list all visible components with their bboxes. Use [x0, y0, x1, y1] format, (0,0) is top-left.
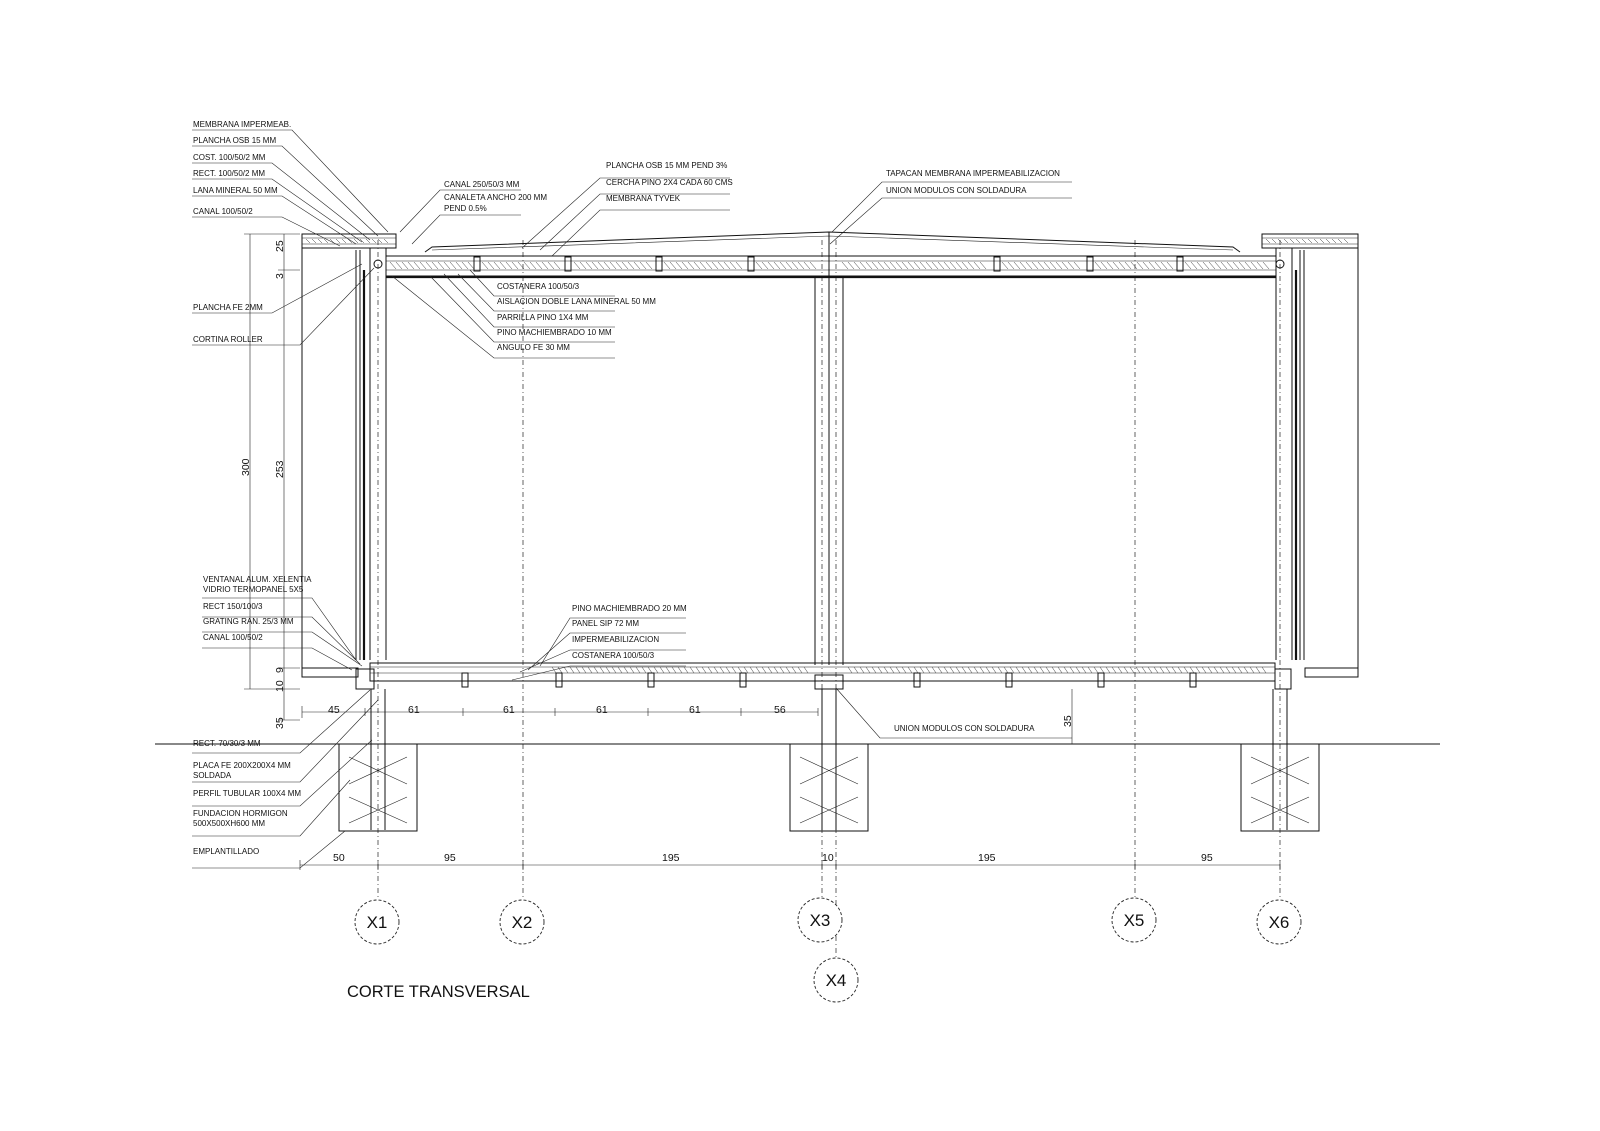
- label-membrana-impermeab: MEMBRANA IMPERMEAB.: [193, 120, 291, 129]
- axis-x5-label: X5: [1124, 911, 1145, 930]
- dim-base-6: 95: [1201, 852, 1213, 864]
- floor-assembly: [301, 662, 1359, 690]
- label-perfil-tubular: PERFIL TUBULAR 100X4 MM: [193, 789, 301, 798]
- label-canal-window: CANAL 100/50/2: [203, 633, 263, 642]
- dim-ceiling-gap: 3: [274, 273, 286, 279]
- dim-floor-6: 56: [774, 704, 786, 716]
- axis-x5: X5: [1111, 897, 1157, 943]
- dim-roof: 25: [274, 240, 286, 252]
- label-fundacion-size: 500X500XH600 MM: [193, 819, 265, 828]
- axis-x4-label: X4: [826, 971, 847, 990]
- dim-floor-3: 61: [503, 704, 515, 716]
- label-parrilla: PARRILLA PINO 1X4 MM: [497, 313, 589, 322]
- dim-base-5: 195: [978, 852, 996, 864]
- dim-floor-top: 9: [274, 667, 286, 673]
- label-rect: RECT. 100/50/2 MM: [193, 169, 265, 178]
- roof-left-labels: MEMBRANA IMPERMEAB. PLANCHA OSB 15 MM CO…: [193, 120, 291, 344]
- axis-x1-label: X1: [367, 913, 388, 932]
- label-plancha-osb: PLANCHA OSB 15 MM: [193, 136, 276, 145]
- axis-x2-label: X2: [512, 913, 533, 932]
- label-cortina-roller: CORTINA ROLLER: [193, 335, 263, 344]
- axis-x2: X2: [499, 899, 545, 945]
- dim-total: 300: [240, 458, 252, 476]
- axis-bubbles: X1 X2 X3 X4 X5 X6: [354, 897, 1302, 1003]
- dimension-lines: [244, 233, 1281, 870]
- label-vidrio: VIDRIO TERMOPANEL 5X5: [203, 585, 304, 594]
- axis-x3-label: X3: [810, 911, 831, 930]
- floor-dimension-text: 45 61 61 61 61 56: [328, 704, 786, 716]
- axis-grid-lines: [377, 240, 1281, 960]
- label-emplantillado: EMPLANTILLADO: [193, 847, 259, 856]
- label-pino-machiembrado-10: PINO MACHIEMBRADO 10 MM: [497, 328, 612, 337]
- axis-x6-label: X6: [1269, 913, 1290, 932]
- dim-floor-2: 61: [408, 704, 420, 716]
- dim-base-2: 95: [444, 852, 456, 864]
- label-impermeabilizacion: IMPERMEABILIZACION: [572, 635, 659, 644]
- dim-plinth: 35: [274, 717, 286, 729]
- label-fundacion-hormigon: FUNDACION HORMIGON: [193, 809, 288, 818]
- vertical-dimension-text: 25 3 300 253 9 10 35 35: [240, 240, 1074, 729]
- axis-x1: X1: [354, 899, 400, 945]
- label-pino-machiembrado-20: PINO MACHIEMBRADO 20 MM: [572, 604, 687, 613]
- label-costanera-ceiling: COSTANERA 100/50/3: [497, 282, 580, 291]
- structure-columns: [301, 232, 1359, 668]
- label-pend: PEND 0.5%: [444, 204, 487, 213]
- dim-floor-5: 61: [689, 704, 701, 716]
- dim-interior: 253: [274, 460, 286, 478]
- ceiling-labels: COSTANERA 100/50/3 AISLACION DOBLE LANA …: [497, 282, 656, 352]
- roof-top-labels: PLANCHA OSB 15 MM PEND 3% CERCHA PINO 2X…: [606, 161, 1060, 203]
- label-union-modulos-floor: UNION MODULOS CON SOLDADURA: [894, 724, 1035, 733]
- label-canaleta: CANALETA ANCHO 200 MM: [444, 193, 547, 202]
- window-labels: VENTANAL ALUM. XELENTIA VIDRIO TERMOPANE…: [203, 575, 312, 642]
- label-union-modulos-roof: UNION MODULOS CON SOLDADURA: [886, 186, 1027, 195]
- leader-lines: [192, 129, 1072, 869]
- foundations: [155, 689, 1440, 832]
- dim-plinth-right: 35: [1062, 715, 1074, 727]
- axis-x4: X4: [813, 957, 859, 1003]
- label-grating: GRATING RAN. 25/3 MM: [203, 617, 294, 626]
- label-cercha-pino: CERCHA PINO 2X4 CADA 60 CMS: [606, 178, 733, 187]
- dim-floor-1: 45: [328, 704, 340, 716]
- label-cost: COST. 100/50/2 MM: [193, 153, 266, 162]
- label-ventanal: VENTANAL ALUM. XELENTIA: [203, 575, 312, 584]
- label-tapacan: TAPACAN MEMBRANA IMPERMEABILIZACION: [886, 169, 1060, 178]
- dim-floor-4: 61: [596, 704, 608, 716]
- drawing-title: CORTE TRANSVERSAL: [347, 983, 530, 1001]
- label-plancha-osb-pend: PLANCHA OSB 15 MM PEND 3%: [606, 161, 727, 170]
- label-lana-mineral: LANA MINERAL 50 MM: [193, 186, 278, 195]
- dim-base-1: 50: [333, 852, 345, 864]
- roof-assembly: [301, 231, 1359, 279]
- floor-labels: PINO MACHIEMBRADO 20 MM PANEL SIP 72 MM …: [572, 604, 1035, 733]
- label-plancha-fe: PLANCHA FE 2MM: [193, 303, 263, 312]
- label-panel-sip: PANEL SIP 72 MM: [572, 619, 639, 628]
- label-costanera-floor: COSTANERA 100/50/3: [572, 651, 655, 660]
- dim-floor-bottom: 10: [274, 680, 286, 692]
- label-rect-150: RECT 150/100/3: [203, 602, 263, 611]
- base-dimension-text: 50 95 195 10 195 95: [333, 852, 1213, 864]
- label-membrana-tyvek: MEMBRANA TYVEK: [606, 194, 681, 203]
- label-canal: CANAL 100/50/2: [193, 207, 253, 216]
- label-rect-70: RECT. 70/30/3 MM: [193, 739, 261, 748]
- dim-base-4: 10: [822, 852, 834, 864]
- axis-x6: X6: [1256, 899, 1302, 945]
- label-angulo-fe: ANGULO FE 30 MM: [497, 343, 570, 352]
- axis-x3: X3: [797, 897, 843, 943]
- label-aislacion: AISLACION DOBLE LANA MINERAL 50 MM: [497, 297, 656, 306]
- label-canal-250: CANAL 250/50/3 MM: [444, 180, 520, 189]
- label-soldada: SOLDADA: [193, 771, 232, 780]
- canal-labels: CANAL 250/50/3 MM CANALETA ANCHO 200 MM …: [444, 180, 547, 213]
- foundation-labels: RECT. 70/30/3 MM PLACA FE 200X200X4 MM S…: [193, 739, 301, 856]
- label-placa-fe: PLACA FE 200X200X4 MM: [193, 761, 291, 770]
- dim-base-3: 195: [662, 852, 680, 864]
